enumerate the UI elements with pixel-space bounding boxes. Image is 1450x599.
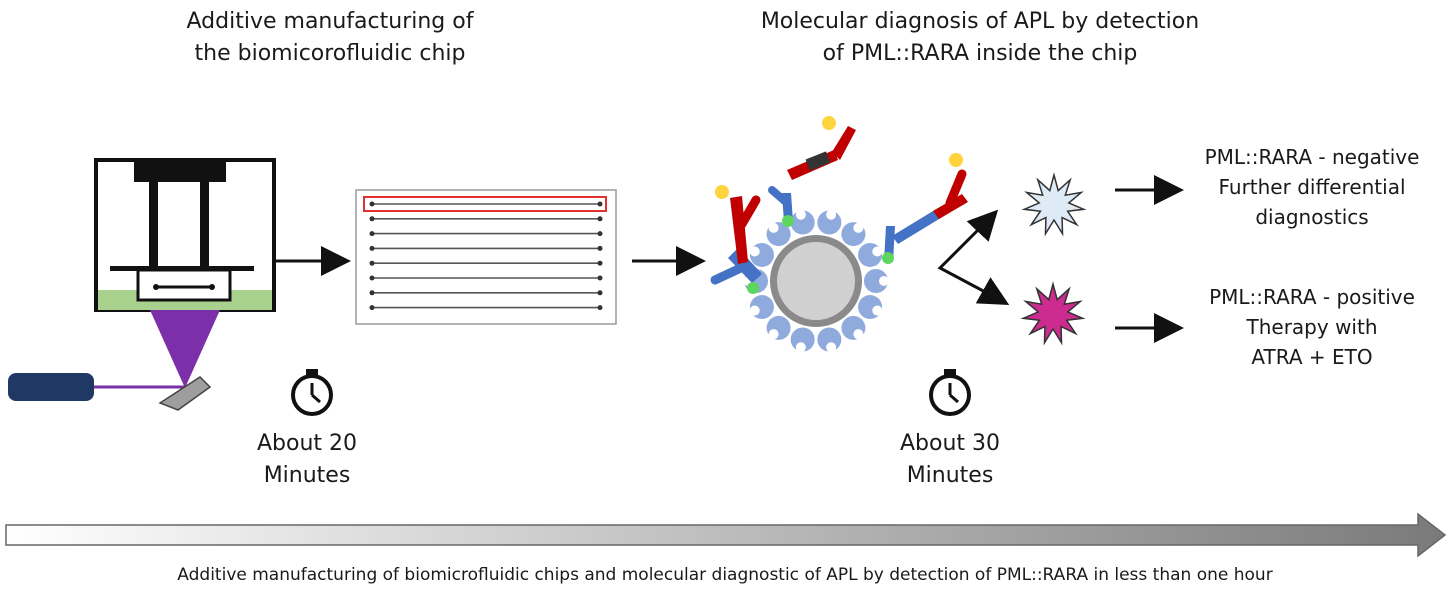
positive-line3: ATRA + ETO: [1251, 345, 1373, 369]
left-title-line1: Additive manufacturing of: [186, 9, 474, 34]
arrow-head-upper: [966, 209, 999, 242]
receptor-icon: [817, 327, 842, 353]
chip-channel-port: [597, 290, 603, 296]
chip-channel-port: [369, 201, 375, 207]
receptor-icon: [841, 315, 866, 340]
stopwatch-icon-1: [291, 369, 333, 416]
receptor-icon: [864, 269, 889, 293]
chip-channel-port: [597, 245, 603, 251]
receptor-icon: [858, 295, 883, 320]
receptor-icon: [790, 209, 815, 235]
timer-label-2: About 30 Minutes: [875, 428, 1025, 492]
chip-channel-port: [369, 245, 375, 251]
chip-channel-port: [597, 305, 603, 311]
chip-channel-port: [597, 216, 603, 222]
chip-channel-port: [369, 260, 375, 266]
chip-channel-port: [369, 231, 375, 237]
chip-channel-port: [597, 201, 603, 207]
footer-caption: Additive manufacturing of biomicrofluidi…: [177, 565, 1273, 585]
negative-line3: diagnostics: [1255, 205, 1369, 229]
arrow-split: [937, 212, 1005, 304]
timer-2-line2: Minutes: [906, 463, 994, 488]
stopwatch-icon-2: [929, 369, 971, 416]
receptor-icon: [766, 315, 791, 340]
timer-2-line1: About 30: [899, 431, 1001, 456]
left-title-line2: the biomicorofluidic chip: [194, 41, 466, 66]
timer-label-1: About 20 Minutes: [232, 428, 382, 492]
negative-line1: PML::RARA - negative: [1204, 145, 1420, 169]
positive-outcome-text: PML::RARA - positive Therapy with ATRA +…: [1176, 282, 1448, 372]
receptor-icon: [790, 327, 815, 353]
receptor-icon: [817, 209, 842, 235]
positive-line2: Therapy with: [1246, 315, 1378, 339]
3d-printer-icon: [94, 158, 276, 388]
chip-channel-port: [369, 305, 375, 311]
chip-channel-port: [597, 275, 603, 281]
chip-channel-port: [369, 290, 375, 296]
right-title: Molecular diagnosis of APL by detection …: [720, 6, 1240, 70]
positive-line1: PML::RARA - positive: [1209, 285, 1415, 309]
positive-result-star-icon: [1020, 281, 1086, 346]
timer-1-line2: Minutes: [263, 463, 351, 488]
left-title: Additive manufacturing of the biomicorof…: [130, 6, 530, 70]
timer-1-line1: About 20: [256, 431, 358, 456]
mirror-icon: [158, 376, 212, 411]
timeline-arrow: [5, 512, 1447, 558]
negative-result-star-icon: [1021, 172, 1087, 237]
receptor-icon: [749, 242, 774, 267]
chip-channel-port: [369, 275, 375, 281]
chip-channel-port: [597, 260, 603, 266]
receptor-icon: [749, 295, 774, 320]
receptor-icon: [841, 222, 866, 247]
bead-assay-icon: [710, 116, 968, 353]
negative-outcome-text: PML::RARA - negative Further differentia…: [1176, 142, 1448, 232]
negative-line2: Further differential: [1218, 175, 1406, 199]
chip-channel-port: [597, 231, 603, 237]
chip-channel-port: [369, 216, 375, 222]
microfluidic-chip-icon: [355, 189, 617, 325]
receptor-icon: [858, 242, 883, 267]
receptor-icon: [766, 222, 791, 247]
laser-icon: [8, 373, 185, 401]
right-title-line2: of PML::RARA inside the chip: [822, 41, 1138, 66]
right-title-line1: Molecular diagnosis of APL by detection: [760, 9, 1200, 34]
arrow-head-lower: [975, 277, 1010, 305]
